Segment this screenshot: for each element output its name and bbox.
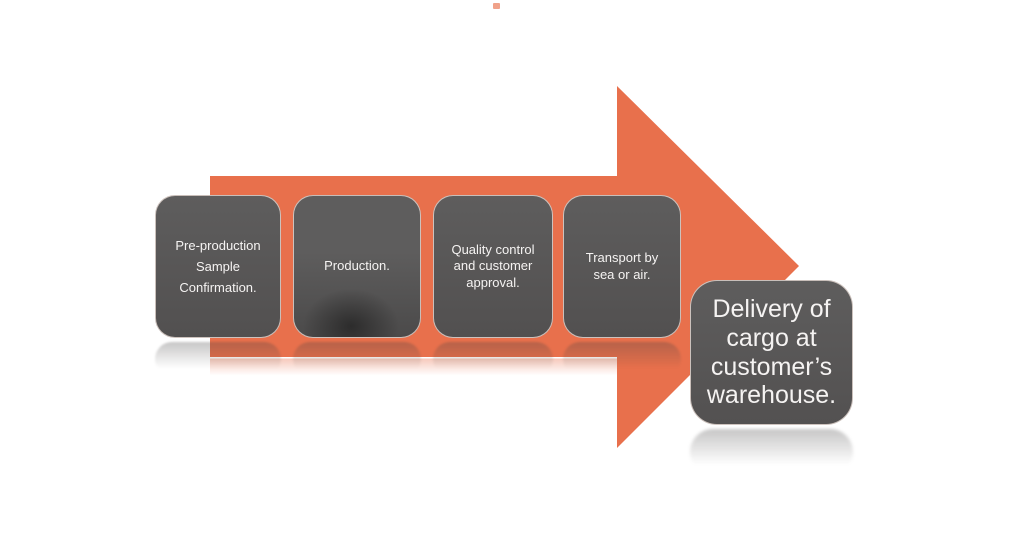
step-box-reflection xyxy=(563,342,681,376)
step-label: Quality control and customer approval. xyxy=(451,242,535,290)
arrow-reflection xyxy=(210,358,617,376)
step-label: Production. xyxy=(324,258,390,274)
shading-artifact xyxy=(301,287,401,337)
step-box-quality-control: Quality control and customer approval. xyxy=(433,195,553,338)
step-box-reflection xyxy=(293,342,421,376)
step-label: Pre-production Sample Confirmation. xyxy=(175,237,261,296)
stray-mark xyxy=(493,3,500,9)
final-box-delivery: Delivery of cargo at customer’s warehous… xyxy=(690,280,853,425)
step-box-transport: Transport by sea or air. xyxy=(563,195,681,338)
final-step-label: Delivery of cargo at customer’s warehous… xyxy=(706,295,837,410)
step-box-reflection xyxy=(155,342,281,376)
final-box-reflection xyxy=(690,429,853,475)
step-box-reflection xyxy=(433,342,553,376)
step-box-pre-production: Pre-production Sample Confirmation. xyxy=(155,195,281,338)
step-box-production: Production. xyxy=(293,195,421,338)
step-label: Transport by sea or air. xyxy=(585,250,659,282)
